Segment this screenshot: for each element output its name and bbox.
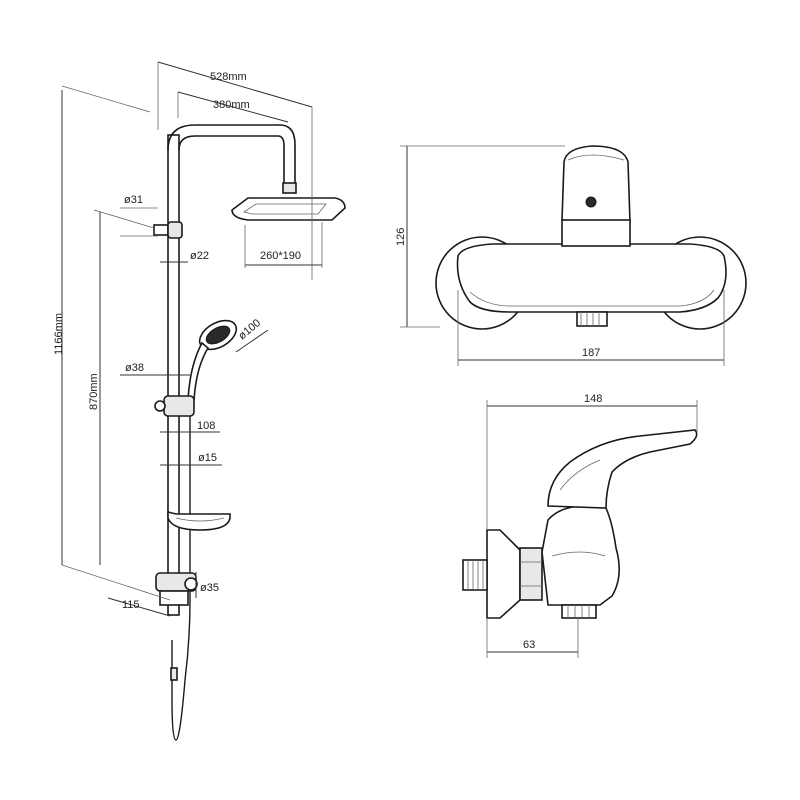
label-148: 148 xyxy=(584,393,602,405)
dim-line-100 xyxy=(235,329,269,353)
mixer-outlet-front xyxy=(576,311,608,327)
label-380: 380mm xyxy=(213,99,250,111)
side-outlet-thread xyxy=(561,604,597,619)
dim-line-380 xyxy=(177,91,289,123)
side-mixer-lever xyxy=(547,429,698,509)
label-115: 115 xyxy=(122,599,140,611)
bracket-collar xyxy=(167,221,183,239)
label-phi22: ø22 xyxy=(190,250,209,262)
shower-arm-inner xyxy=(178,135,285,185)
side-body-edge xyxy=(551,551,606,557)
mixer-side-view xyxy=(462,429,698,619)
hand-shower-nozzles xyxy=(205,325,231,345)
label-63: 63 xyxy=(523,639,535,651)
slider-bracket xyxy=(163,395,195,417)
diverter-outlet xyxy=(159,590,189,606)
label-phi15: ø15 xyxy=(198,452,217,464)
column-dimensions: 528mm 380mm 1166mm 870mm ø31 ø22 260*190… xyxy=(53,61,323,617)
lever-top-edge xyxy=(567,154,625,161)
slider-knob xyxy=(154,400,166,412)
label-528: 528mm xyxy=(210,71,247,83)
hand-shower xyxy=(187,319,238,401)
lever-contour xyxy=(559,459,601,491)
shower-head-face xyxy=(243,203,327,215)
label-1166: 1166mm xyxy=(53,313,65,355)
mixer-front-view xyxy=(435,145,747,330)
ext-1166-top xyxy=(61,85,151,113)
mixer-lever-front xyxy=(561,145,631,223)
label-870: 870mm xyxy=(88,373,100,410)
ext-870-top xyxy=(93,209,155,229)
label-head: 260*190 xyxy=(260,250,301,262)
label-phi31: ø31 xyxy=(124,194,143,206)
label-phi35: ø35 xyxy=(200,582,219,594)
shower-arm-outer xyxy=(167,124,296,185)
lever-indicator xyxy=(585,196,597,208)
arm-connector xyxy=(282,182,297,194)
side-hex-nut xyxy=(519,547,543,601)
label-108: 108 xyxy=(197,420,215,432)
overhead-shower-head xyxy=(231,197,346,221)
mixer-body-front xyxy=(456,243,727,313)
dim-line-528 xyxy=(157,61,313,108)
mixer-body-edge xyxy=(469,289,715,307)
mixer-front-dimensions: 126 187 xyxy=(395,145,725,366)
soap-dish-rim xyxy=(175,517,225,522)
ext-1166-bottom xyxy=(61,564,171,601)
hose-clip xyxy=(170,667,178,681)
mixer-side-dimensions: 148 63 xyxy=(486,393,698,658)
dim-line-115 xyxy=(107,597,171,617)
hose xyxy=(171,416,191,741)
side-wall-flange xyxy=(486,529,521,619)
lever-base xyxy=(561,219,631,247)
label-phi100: ø100 xyxy=(236,317,263,342)
label-phi38: ø38 xyxy=(125,362,144,374)
label-187: 187 xyxy=(582,347,600,359)
wall-bracket-top xyxy=(153,224,169,236)
label-126: 126 xyxy=(395,228,407,246)
side-mixer-body xyxy=(541,505,620,606)
diverter-knob xyxy=(184,577,198,591)
hand-shower-handle xyxy=(187,341,210,401)
